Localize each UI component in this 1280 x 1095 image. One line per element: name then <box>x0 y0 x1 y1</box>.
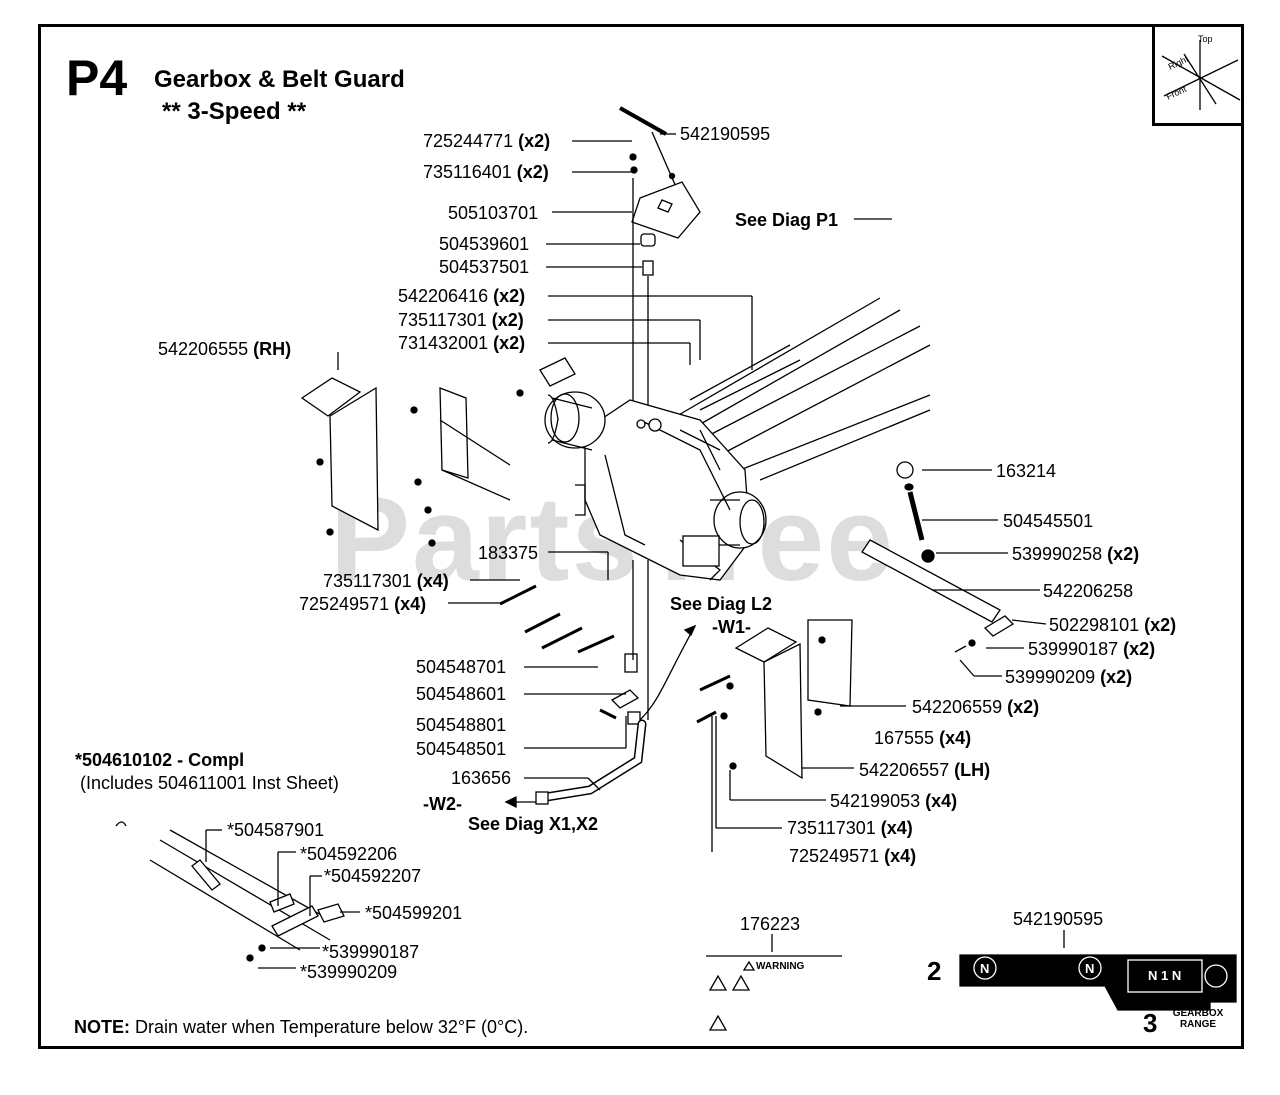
wire-w1-label: -W1- <box>712 617 751 637</box>
part-label: 504545501 <box>1003 511 1094 531</box>
kit-part-label: *504592206 <box>300 844 398 864</box>
part-label: 539990187 (x2) <box>1028 639 1156 659</box>
gearbox-housing <box>539 357 767 581</box>
rh-belt-guard <box>300 377 524 547</box>
kit-part-label: *504592207 <box>324 866 422 886</box>
page-code: P4 <box>66 50 128 106</box>
see-diag-p1-link[interactable]: See Diag P1 <box>735 210 839 230</box>
kit-part-label: *504587901 <box>227 820 325 840</box>
part-label: 542206559 (x2) <box>912 697 1040 717</box>
part-label: 504548701 <box>416 657 507 677</box>
part-label: 735117301 (x4) <box>787 818 913 838</box>
part-label: 504548801 <box>416 715 507 735</box>
part-label: 735117301 (x4) <box>323 571 449 591</box>
axle-lines <box>669 297 931 481</box>
part-label: 163214 <box>996 461 1057 481</box>
part-label: 542206258 <box>1043 581 1134 601</box>
compass-top: Top <box>1198 34 1213 44</box>
part-label: 539990258 (x2) <box>1012 544 1140 564</box>
part-label: 731432001 (x2) <box>398 333 526 353</box>
part-label: 504548601 <box>416 684 507 704</box>
diagram-subtitle: ** 3-Speed ** <box>162 98 307 125</box>
diagram-title: Gearbox & Belt Guard <box>154 66 405 93</box>
warning-decal <box>706 955 842 1031</box>
speed-3-label: 3 <box>1143 1008 1158 1038</box>
part-label: 542190595 <box>680 124 771 144</box>
part-label: 163656 <box>451 768 512 788</box>
see-diag-x1x2-link[interactable]: See Diag X1,X2 <box>468 814 599 834</box>
compass-front: Front <box>1165 84 1189 102</box>
part-label: 725244771 (x2) <box>423 131 551 151</box>
gearbox-range-decal <box>959 954 1237 1011</box>
gearbox-range-text: GEARBOX RANGE <box>1172 1008 1224 1030</box>
part-label: 183375 <box>478 543 539 563</box>
see-diag-l2-link[interactable]: See Diag L2 <box>670 594 773 614</box>
conversion-kit-drawing <box>115 821 345 962</box>
part-label: 167555 (x4) <box>874 728 972 748</box>
neutral-icon: N <box>980 961 989 976</box>
shift-lever <box>619 106 701 420</box>
decal-warning-text: WARNING <box>756 961 805 972</box>
part-label: 542206555 (RH) <box>158 339 292 359</box>
compass-icon <box>1161 40 1241 110</box>
axle-rod <box>861 461 1015 653</box>
leader-lines <box>205 133 1065 969</box>
part-label: 542206557 (LH) <box>859 760 991 780</box>
kit-part-label: *539990209 <box>300 962 398 982</box>
part-label: 504548501 <box>416 739 507 759</box>
wire-w2-label: -W2- <box>423 794 462 814</box>
part-label: 502298101 (x2) <box>1049 615 1177 635</box>
drain-note: NOTE: Drain water when Temperature below… <box>74 1017 529 1037</box>
part-label: 735117301 (x2) <box>398 310 524 330</box>
compass-right: Right <box>1167 54 1191 72</box>
part-label: 539990209 (x2) <box>1005 667 1133 687</box>
neutral-icon: N <box>1085 961 1094 976</box>
part-label: 504537501 <box>439 257 530 277</box>
kit-title: *504610102 - Compl <box>75 750 245 770</box>
lh-belt-guard <box>720 619 853 780</box>
part-label: 542199053 (x4) <box>830 791 958 811</box>
range-icon: N 1 N <box>1148 968 1181 983</box>
kit-part-label: *539990187 <box>322 942 420 962</box>
part-label: 505103701 <box>448 203 539 223</box>
part-label: 504539601 <box>439 234 530 254</box>
part-label: 725249571 (x4) <box>299 594 427 614</box>
orientation-box <box>1152 24 1244 126</box>
speed-2-label: 2 <box>927 956 942 986</box>
decal-part-label: 176223 <box>740 914 801 934</box>
part-label: 725249571 (x4) <box>789 846 917 866</box>
decal-part-label: 542190595 <box>1013 909 1104 929</box>
mounting-bolts <box>499 584 731 724</box>
part-label: 735116401 (x2) <box>423 162 549 182</box>
kit-subtitle: (Includes 504611001 Inst Sheet) <box>80 773 339 793</box>
drain-hose <box>504 560 697 809</box>
diagram-frame <box>38 24 1244 1049</box>
kit-part-label: *504599201 <box>365 903 463 923</box>
part-label: 542206416 (x2) <box>398 286 526 306</box>
